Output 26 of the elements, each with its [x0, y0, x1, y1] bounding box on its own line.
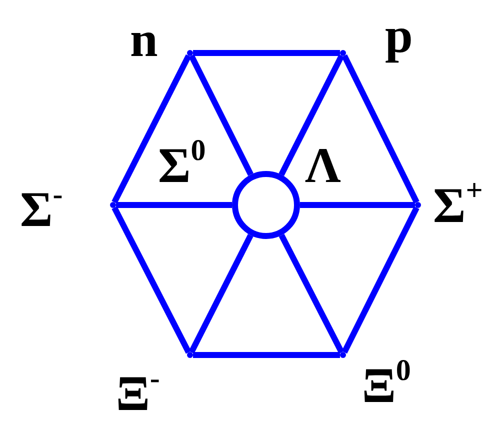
line — [112, 54, 192, 204]
vertex-dot — [110, 202, 116, 208]
line — [193, 352, 340, 358]
line — [112, 206, 192, 354]
particle-label: Λ — [305, 140, 341, 190]
particle-label: Σ$^{+}$ — [433, 180, 483, 230]
vertex-dot — [415, 202, 421, 208]
vertex-dot — [187, 352, 193, 358]
particle-label: Ξ$^{0}$ — [362, 360, 411, 410]
line — [278, 54, 344, 176]
particle-label: Σ$^{-}$ — [20, 184, 63, 234]
vertex-dot — [187, 50, 193, 56]
particle-label: Ξ$^{-}$ — [116, 368, 160, 418]
line — [188, 234, 254, 354]
line — [193, 50, 340, 56]
line — [342, 206, 420, 354]
line — [188, 54, 254, 176]
vertex-dot — [340, 352, 346, 358]
particle-label: n — [130, 14, 158, 64]
vertex-dot — [340, 50, 346, 56]
line — [278, 234, 344, 354]
line — [342, 54, 420, 204]
center-circle — [232, 171, 300, 239]
line — [116, 202, 232, 208]
line — [300, 202, 415, 208]
particle-label: Σ$^{0}$ — [158, 140, 206, 190]
